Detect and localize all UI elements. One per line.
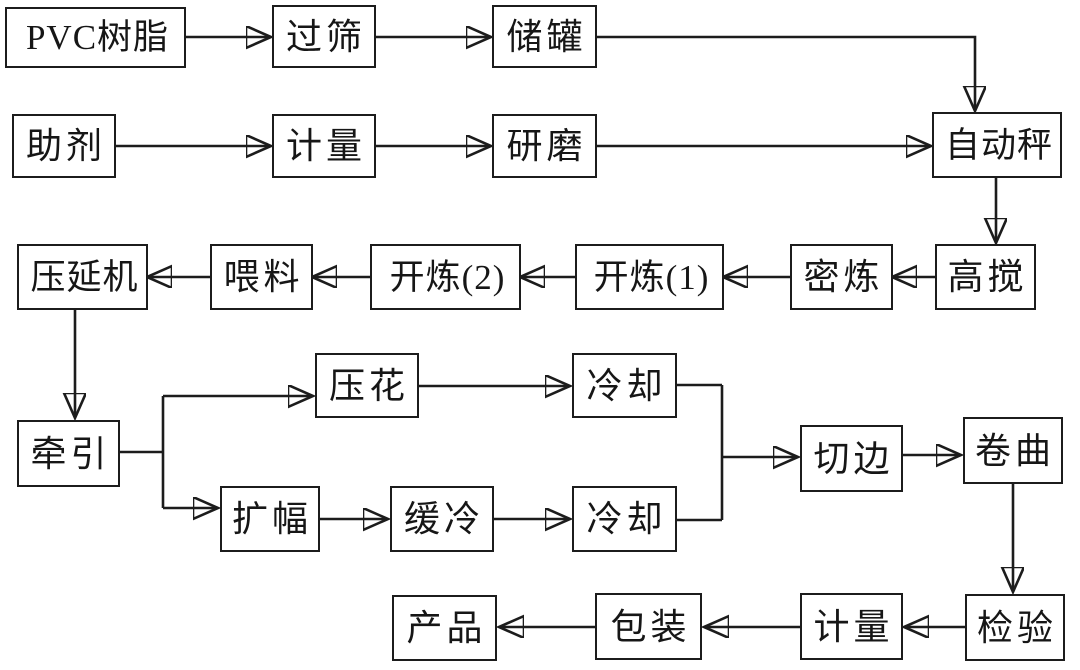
node-trimming: 切边: [800, 425, 903, 492]
node-slow-cooling: 缓冷: [390, 486, 494, 552]
node-inspection: 检验: [965, 594, 1065, 661]
node-auto-scale: 自动秤: [932, 112, 1062, 178]
node-cooling-top: 冷却: [572, 353, 677, 418]
node-product: 产品: [392, 595, 497, 661]
node-calender: 压延机: [17, 244, 148, 310]
node-cooling-bottom: 冷却: [572, 486, 677, 552]
node-sieving: 过筛: [272, 5, 376, 68]
node-winding: 卷曲: [963, 417, 1063, 484]
node-metering-2: 计量: [800, 593, 903, 660]
node-packaging: 包装: [595, 593, 702, 660]
node-widening: 扩幅: [220, 486, 320, 552]
node-pvc-resin: PVC树脂: [5, 7, 186, 68]
node-metering-1: 计量: [272, 114, 376, 178]
node-internal-mixer: 密炼: [790, 244, 893, 310]
node-feeding: 喂料: [210, 244, 313, 310]
edge-storage-tank-to-auto-scale: [597, 35, 975, 110]
node-traction: 牵引: [17, 420, 120, 487]
node-embossing: 压花: [315, 353, 419, 418]
node-additives: 助剂: [12, 114, 116, 178]
node-open-mill-1: 开炼(1): [575, 244, 724, 310]
node-open-mill-2: 开炼(2): [370, 244, 521, 310]
node-high-speed-mixer: 高搅: [935, 244, 1036, 310]
node-grinding: 研磨: [492, 114, 597, 178]
node-storage-tank: 储罐: [492, 5, 597, 68]
